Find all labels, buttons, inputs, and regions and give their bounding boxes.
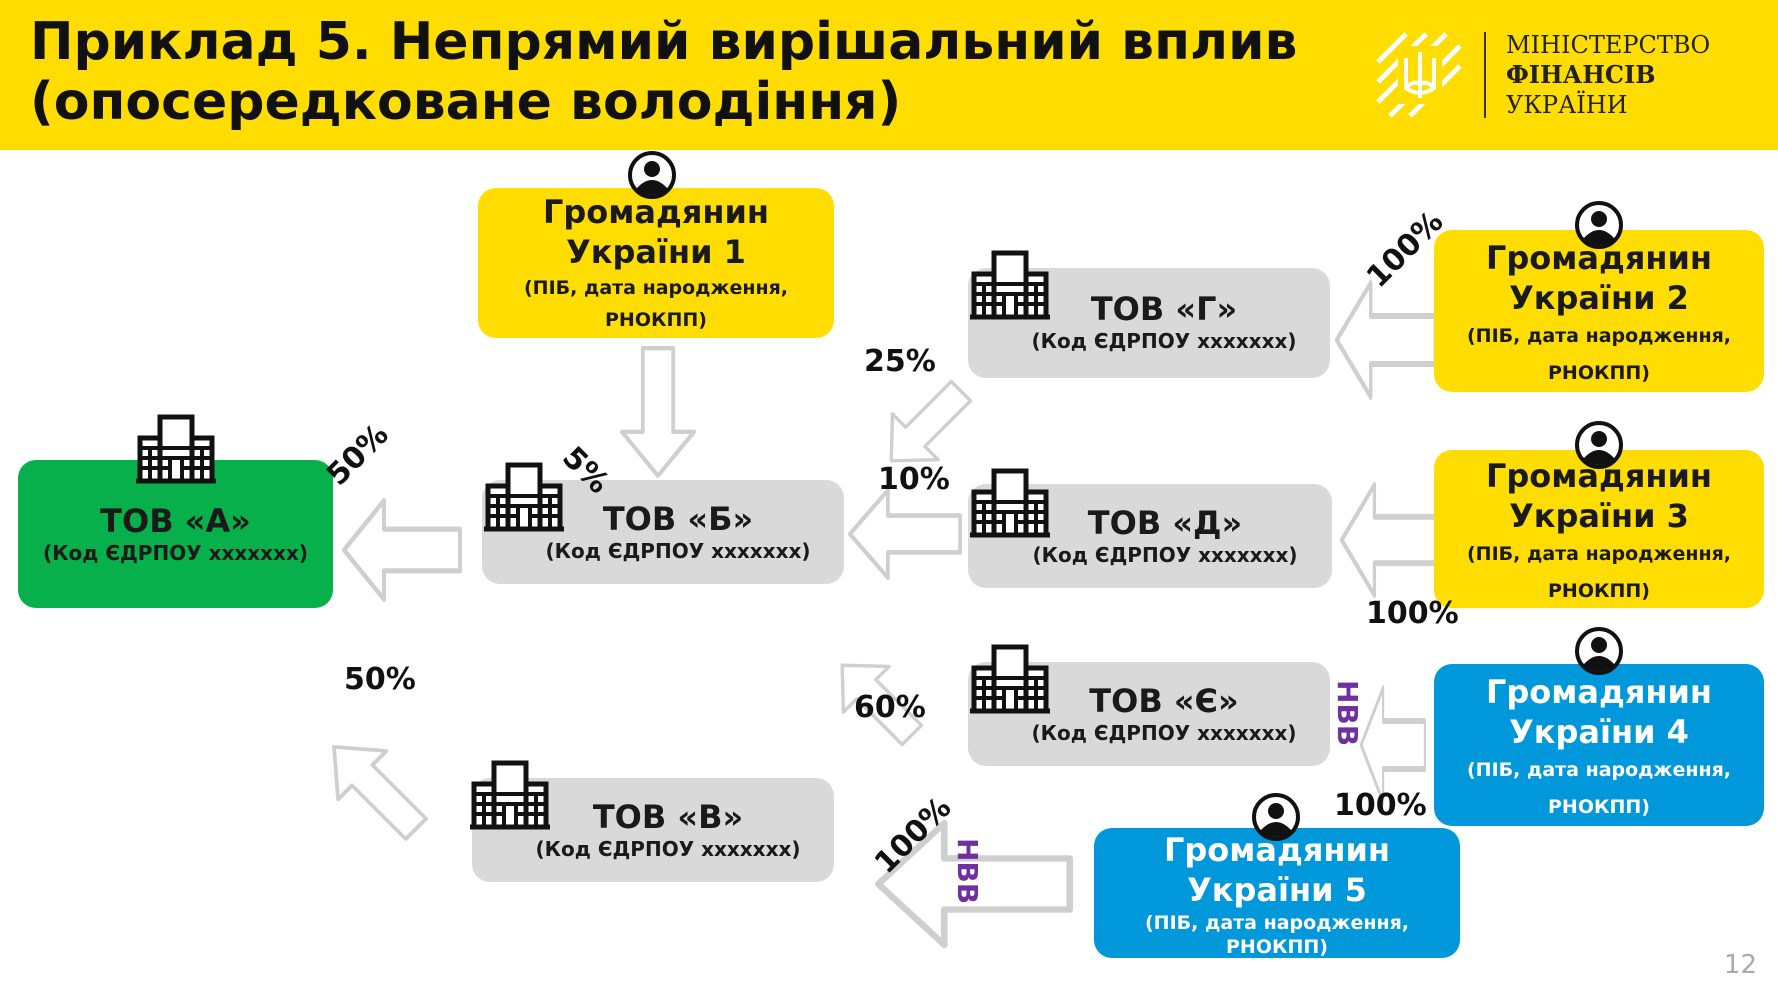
- company-a-node: ТОВ «А» (Код ЄДРПОУ xxxxxxx): [18, 460, 333, 608]
- citizen-4-detail2: РНОКПП): [1548, 796, 1650, 818]
- edge-label-v-to-a: 50%: [344, 662, 416, 697]
- company-g-name: ТОВ «Г»: [1090, 290, 1238, 328]
- citizen-2-node: Громадянин України 2 (ПІБ, дата народжен…: [1434, 230, 1764, 392]
- citizen-1-detail2: РНОКПП): [605, 309, 707, 331]
- company-g-code: (Код ЄДРПОУ xxxxxxx): [1031, 329, 1297, 353]
- building-icon: [970, 250, 1050, 320]
- arrow-d-to-b: [850, 490, 960, 577]
- building-icon: [484, 462, 564, 532]
- citizen-3-detail2: РНОКПП): [1548, 580, 1650, 602]
- edge-label-g-to-b: 25%: [864, 344, 936, 379]
- company-v-code: (Код ЄДРПОУ xxxxxxx): [535, 837, 801, 861]
- person-icon: [1574, 626, 1624, 676]
- arrow-c4-to-ye: [1361, 688, 1425, 802]
- citizen-2-detail2: РНОКПП): [1548, 362, 1650, 384]
- citizen-4-line2: України 4: [1509, 713, 1689, 751]
- citizen-4-detail1: (ПІБ, дата народження,: [1467, 759, 1731, 781]
- citizen-5-detail2: РНОКПП): [1226, 936, 1328, 958]
- trident-emblem-icon: [1376, 32, 1462, 118]
- company-b-code: (Код ЄДРПОУ xxxxxxx): [545, 539, 811, 563]
- person-icon: [627, 150, 677, 200]
- building-icon: [136, 414, 216, 484]
- title-line-1: Приклад 5. Непрямий вирішальний вплив: [30, 12, 1298, 72]
- citizen-5-line2: України 5: [1187, 871, 1367, 909]
- logo-line-2: ФІНАНСІВ: [1506, 60, 1656, 89]
- person-icon: [1251, 792, 1301, 842]
- person-icon: [1574, 200, 1624, 250]
- citizen-1-detail1: (ПІБ, дата народження,: [524, 277, 788, 299]
- citizen-2-line2: України 2: [1509, 279, 1689, 317]
- logo-divider: [1484, 32, 1486, 118]
- citizen-4-node: Громадянин України 4 (ПІБ, дата народжен…: [1434, 664, 1764, 826]
- nvv-tag-c5: НВВ: [951, 838, 984, 905]
- arrow-c2-to-g: [1337, 283, 1436, 397]
- citizen-1-node: Громадянин України 1 (ПІБ, дата народжен…: [478, 188, 834, 338]
- edge-label-ye-to-b: 60%: [854, 690, 926, 725]
- arrow-c3-to-d: [1342, 485, 1437, 595]
- building-icon: [470, 760, 550, 830]
- citizen-3-detail1: (ПІБ, дата народження,: [1467, 543, 1731, 565]
- citizen-1-line1: Громадянин: [542, 193, 770, 231]
- company-d-code: (Код ЄДРПОУ xxxxxxx): [1032, 543, 1298, 567]
- edge-label-c4-to-ye: 100%: [1334, 788, 1427, 823]
- ministry-logo-text: МІНІСТЕРСТВО ФІНАНСІВ УКРАЇНИ: [1506, 30, 1710, 120]
- citizen-3-node: Громадянин України 3 (ПІБ, дата народжен…: [1434, 450, 1764, 608]
- edge-label-d-to-b: 10%: [878, 462, 950, 497]
- person-icon: [1574, 420, 1624, 470]
- citizen-4-line1: Громадянин: [1485, 673, 1713, 711]
- arrow-v-to-a: [307, 720, 443, 855]
- citizen-5-node: Громадянин України 5 (ПІБ, дата народжен…: [1094, 828, 1460, 958]
- citizen-1-line2: України 1: [566, 233, 746, 271]
- citizen-2-detail1: (ПІБ, дата народження,: [1467, 325, 1731, 347]
- company-a-code: (Код ЄДРПОУ xxxxxxx): [42, 541, 309, 565]
- citizen-3-line2: України 3: [1509, 497, 1689, 535]
- company-b-node: ТОВ «Б» (Код ЄДРПОУ xxxxxxx): [482, 480, 844, 584]
- page-number: 12: [1724, 950, 1758, 980]
- nvv-tag-c4: НВВ: [1331, 680, 1364, 747]
- company-d-name: ТОВ «Д»: [1087, 504, 1243, 542]
- logo-line-1: МІНІСТЕРСТВО: [1506, 31, 1711, 59]
- arrow-b-to-a: [344, 501, 460, 600]
- header-bar: Приклад 5. Непрямий вирішальний вплив (о…: [0, 0, 1778, 150]
- company-b-name: ТОВ «Б»: [602, 500, 754, 538]
- company-v-name: ТОВ «В»: [592, 798, 744, 836]
- logo-line-3: УКРАЇНИ: [1506, 91, 1628, 119]
- page-title: Приклад 5. Непрямий вирішальний вплив (о…: [30, 12, 1297, 132]
- company-ye-code: (Код ЄДРПОУ xxxxxxx): [1031, 721, 1297, 745]
- title-line-2: (опосередковане володіння): [30, 72, 902, 132]
- building-icon: [970, 644, 1050, 714]
- building-icon: [970, 468, 1050, 538]
- arrow-c1-to-b: [622, 348, 694, 476]
- company-a-name: ТОВ «А»: [100, 502, 251, 540]
- citizen-5-detail1: (ПІБ, дата народження,: [1145, 912, 1409, 934]
- edge-label-c3-to-d: 100%: [1366, 596, 1459, 631]
- company-ye-name: ТОВ «Є»: [1089, 682, 1239, 720]
